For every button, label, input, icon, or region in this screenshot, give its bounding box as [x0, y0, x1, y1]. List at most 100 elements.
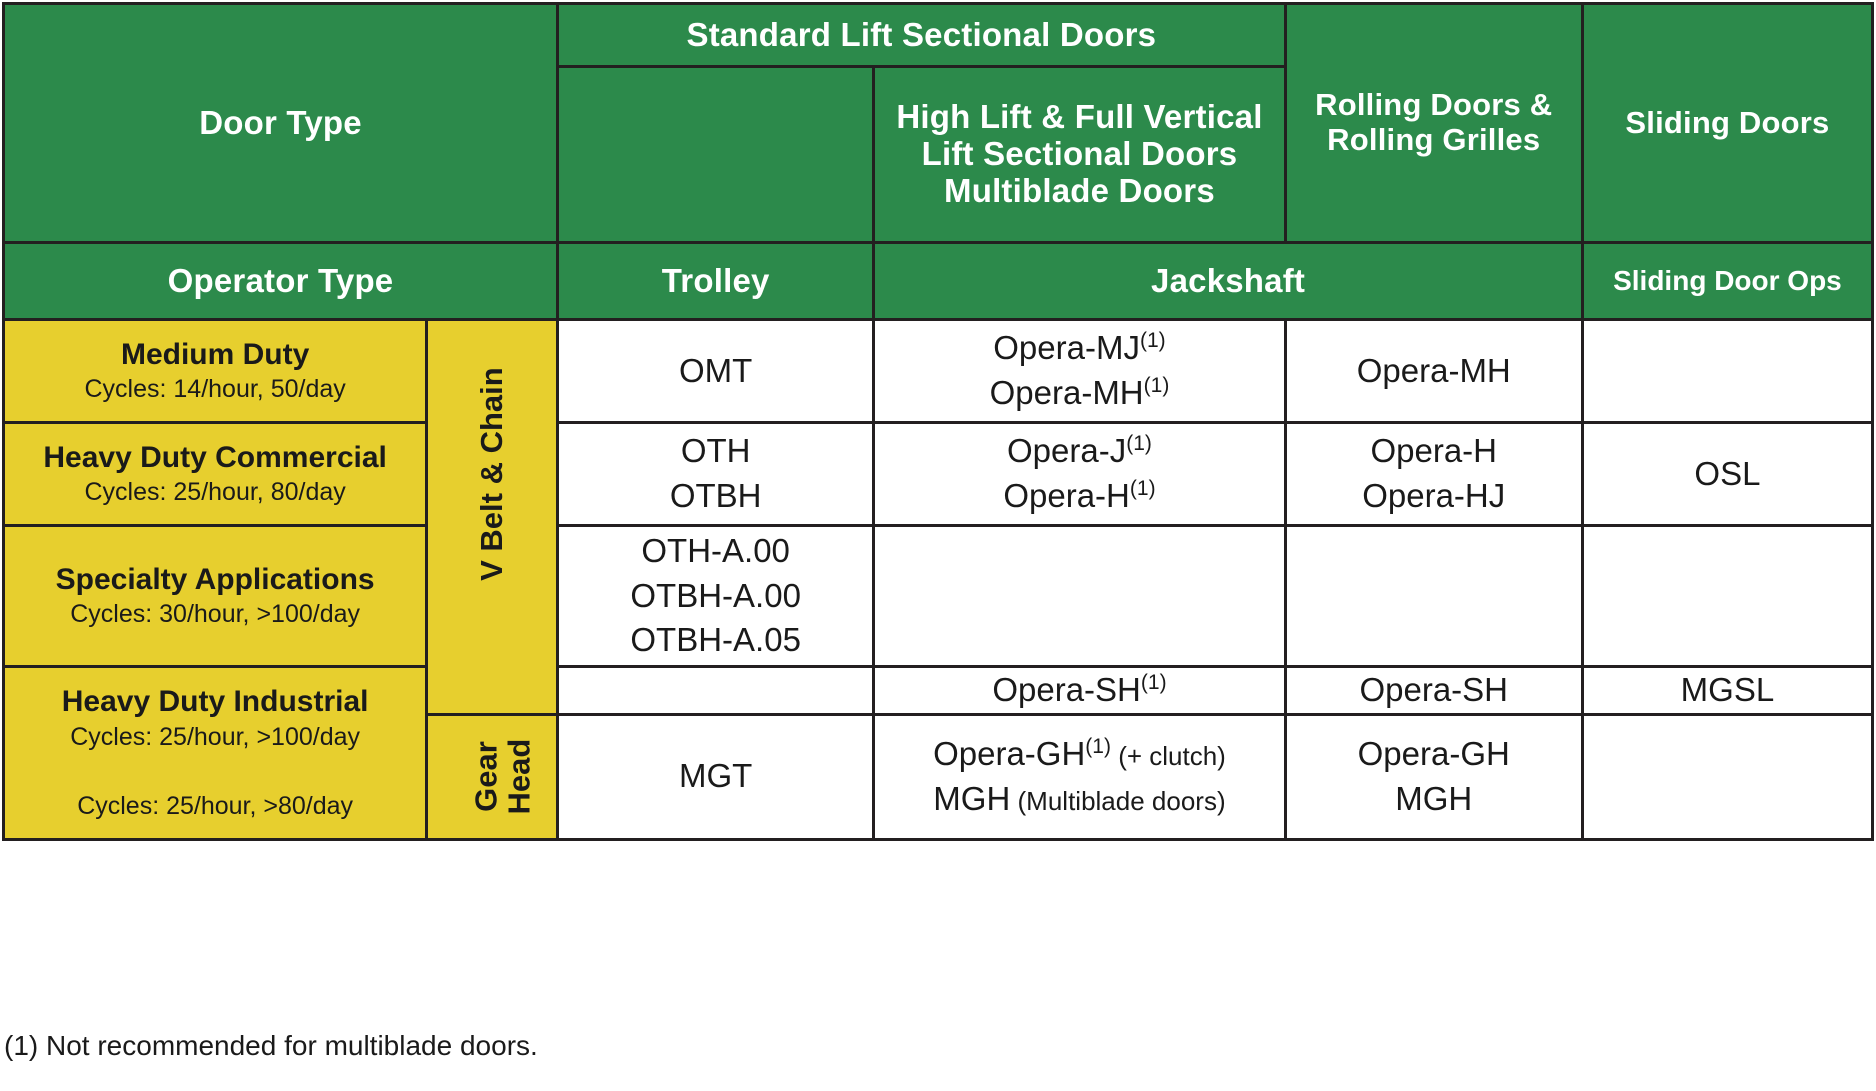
footnote-marker: (1)	[1143, 374, 1170, 397]
cell-highlift-heavy-duty-commercial: Opera-J(1) Opera-H(1)	[872, 421, 1287, 527]
footnote-marker: (1)	[1140, 671, 1167, 694]
cell-rolling-specialty-applications	[1283, 524, 1584, 668]
duty-name: Specialty Applications	[55, 562, 375, 596]
duty-name: Medium Duty	[120, 337, 310, 371]
drive-label-v-belt-chain: V Belt & Chain	[425, 318, 560, 716]
value: MGT	[678, 757, 753, 795]
cell-trolley-heavy-duty-commercial: OTH OTBH	[556, 421, 876, 527]
cell-trolley-specialty-applications: OTH-A.00 OTBH-A.00 OTBH-A.05	[556, 524, 876, 668]
cell-highlift-medium-duty: Opera-MJ(1) Opera-MH(1)	[872, 318, 1287, 424]
value-line-1: Opera-MJ(1)	[875, 326, 1283, 371]
value: Opera-MH	[1356, 351, 1511, 389]
header-standard-lift-sectional-doors: Standard Lift Sectional Doors	[556, 2, 1287, 68]
header-row-operator-type: Operator Type Trolley Jackshaft Sliding …	[1, 241, 1875, 321]
cell-highlift-specialty-applications	[872, 524, 1287, 668]
cell-sliding-heavy-duty-commercial: OSL	[1580, 421, 1875, 527]
footnote-marker: (1)	[1129, 477, 1156, 500]
duty-name: Heavy Duty Commercial	[43, 440, 387, 474]
value-text: Opera-J	[1007, 432, 1127, 470]
value-line-1: OTH-A.00	[641, 532, 790, 570]
value-line-2: MGH	[1395, 779, 1473, 817]
cell-rolling-gear-head: Opera-GH MGH	[1283, 712, 1584, 841]
cell-rolling-heavy-duty-commercial: Opera-H Opera-HJ	[1283, 421, 1584, 527]
table-row-heavy-duty-industrial: Heavy Duty Industrial Cycles: 25/hour, >…	[1, 665, 1875, 841]
cell-highlift-heavy-duty-industrial: Opera-SH(1)	[872, 665, 1287, 716]
value-line-1: Opera-SH(1)	[875, 668, 1283, 713]
value-text: Opera-H	[1003, 477, 1130, 514]
high-lift-line-1: High Lift &	[896, 98, 1066, 136]
value-line-2: OTBH-A.00	[630, 576, 801, 614]
header-high-lift-multiblade: High Lift & Full Vertical Lift Sectional…	[872, 65, 1287, 244]
gear-head-line-2: Head	[501, 738, 537, 815]
table-row-specialty-applications: Specialty Applications Cycles: 30/hour, …	[1, 524, 1875, 668]
header-sliding-doors: Sliding Doors	[1580, 2, 1875, 244]
rolling-line-1: Rolling Doors &	[1315, 87, 1553, 123]
cell-highlift-gear-head: Opera-GH(1) (+ clutch) MGH (Multiblade d…	[872, 712, 1287, 841]
gear-head-line-1: Gear	[468, 741, 504, 812]
row-label-heavy-duty-industrial: Heavy Duty Industrial Cycles: 25/hour, >…	[1, 665, 429, 841]
header-jackshaft: Jackshaft	[872, 241, 1584, 321]
header-row-high-lift: High Lift & Full Vertical Lift Sectional…	[4, 65, 1873, 244]
value: OSL	[1694, 454, 1761, 492]
drive-label-gear-head: Gear Head	[425, 712, 560, 841]
cell-sliding-medium-duty	[1580, 318, 1875, 424]
header-standard-lift-spacer	[557, 65, 876, 243]
cell-rolling-medium-duty: Opera-MH	[1283, 318, 1584, 424]
header-row-door-type: Door Type Standard Lift Sectional Doors …	[1, 2, 1875, 244]
value-line-2: Opera-HJ	[1362, 477, 1506, 514]
duty-cycles: Cycles: 25/hour, >100/day	[70, 722, 361, 751]
value-line-1: OTH	[680, 432, 751, 470]
rolling-line-2: Rolling Grilles	[1327, 122, 1541, 157]
duty-cycles: Cycles: 14/hour, 50/day	[84, 375, 346, 404]
high-lift-line-2: Full Vertical Lift	[921, 98, 1263, 173]
value-text: Opera-MJ	[993, 329, 1140, 367]
value: MGSL	[1680, 671, 1775, 708]
footnote-marker: (1)	[1085, 735, 1111, 758]
value-note: (Multiblade doors)	[1010, 785, 1226, 816]
cell-sliding-heavy-duty-industrial: MGSL	[1580, 665, 1875, 716]
high-lift-line-3: Sectional Doors	[983, 135, 1238, 173]
cell-trolley-gear-head: MGT	[556, 712, 876, 841]
table-row-heavy-duty-commercial: Heavy Duty Commercial Cycles: 25/hour, 8…	[1, 421, 1875, 527]
duty-name: Heavy Duty Industrial	[61, 685, 369, 719]
header-operator-type: Operator Type	[1, 241, 560, 321]
value-line-2: OTBH	[669, 477, 762, 514]
duty-cycles-secondary: Cycles: 25/hour, >80/day	[77, 791, 354, 820]
operator-selection-table: Door Type Standard Lift Sectional Doors …	[1, 2, 1875, 841]
row-label-heavy-duty-commercial: Heavy Duty Commercial Cycles: 25/hour, 8…	[1, 421, 429, 527]
cell-trolley-medium-duty: OMT	[556, 318, 876, 424]
footnote-marker: (1)	[1139, 329, 1166, 353]
v-belt-chain-text: V Belt & Chain	[474, 367, 510, 581]
high-lift-line-4: Multiblade Doors	[944, 171, 1215, 209]
value-line-1: Opera-H	[1370, 432, 1498, 470]
table-footnote: (1) Not recommended for multiblade doors…	[4, 1030, 538, 1061]
value-text: Opera-SH	[992, 671, 1141, 708]
value-line-1: Opera-GH(1) (+ clutch)	[875, 732, 1283, 777]
header-sliding-door-ops: Sliding Door Ops	[1580, 241, 1875, 321]
cell-sliding-gear-head	[1580, 712, 1875, 841]
value-text: Opera-MH	[989, 374, 1144, 411]
cell-sliding-specialty-applications	[1580, 524, 1875, 668]
table-row-medium-duty: Medium Duty Cycles: 14/hour, 50/day V Be…	[1, 318, 1875, 716]
value: Opera-SH	[1359, 671, 1509, 708]
value-line-2: Opera-MH(1)	[875, 371, 1283, 416]
cell-trolley-heavy-duty-industrial	[556, 665, 876, 716]
row-label-medium-duty: Medium Duty Cycles: 14/hour, 50/day	[1, 318, 429, 424]
table-row-gear-head: Gear Head MGT Opera-GH(1) (+ clutch) MGH…	[4, 712, 1875, 841]
footnote-marker: (1)	[1126, 432, 1152, 456]
value-line-2: MGH (Multiblade doors)	[875, 777, 1283, 822]
value-line-1: Opera-GH	[1357, 735, 1510, 772]
header-rolling-doors-grilles: Rolling Doors & Rolling Grilles	[1283, 2, 1584, 244]
duty-cycles: Cycles: 25/hour, 80/day	[84, 478, 346, 507]
value: OMT	[678, 351, 753, 389]
header-door-type: Door Type	[1, 2, 560, 244]
row-label-specialty-applications: Specialty Applications Cycles: 30/hour, …	[1, 524, 429, 668]
gear-head-text: Gear Head	[468, 702, 537, 852]
value-line-1: Opera-J(1)	[875, 429, 1283, 474]
duty-cycles: Cycles: 30/hour, >100/day	[70, 600, 361, 629]
value-text: MGH	[933, 779, 1011, 817]
value-text: Opera-GH	[933, 735, 1086, 772]
value-line-2: Opera-H(1)	[875, 474, 1283, 519]
cell-rolling-heavy-duty-industrial: Opera-SH	[1283, 665, 1584, 716]
